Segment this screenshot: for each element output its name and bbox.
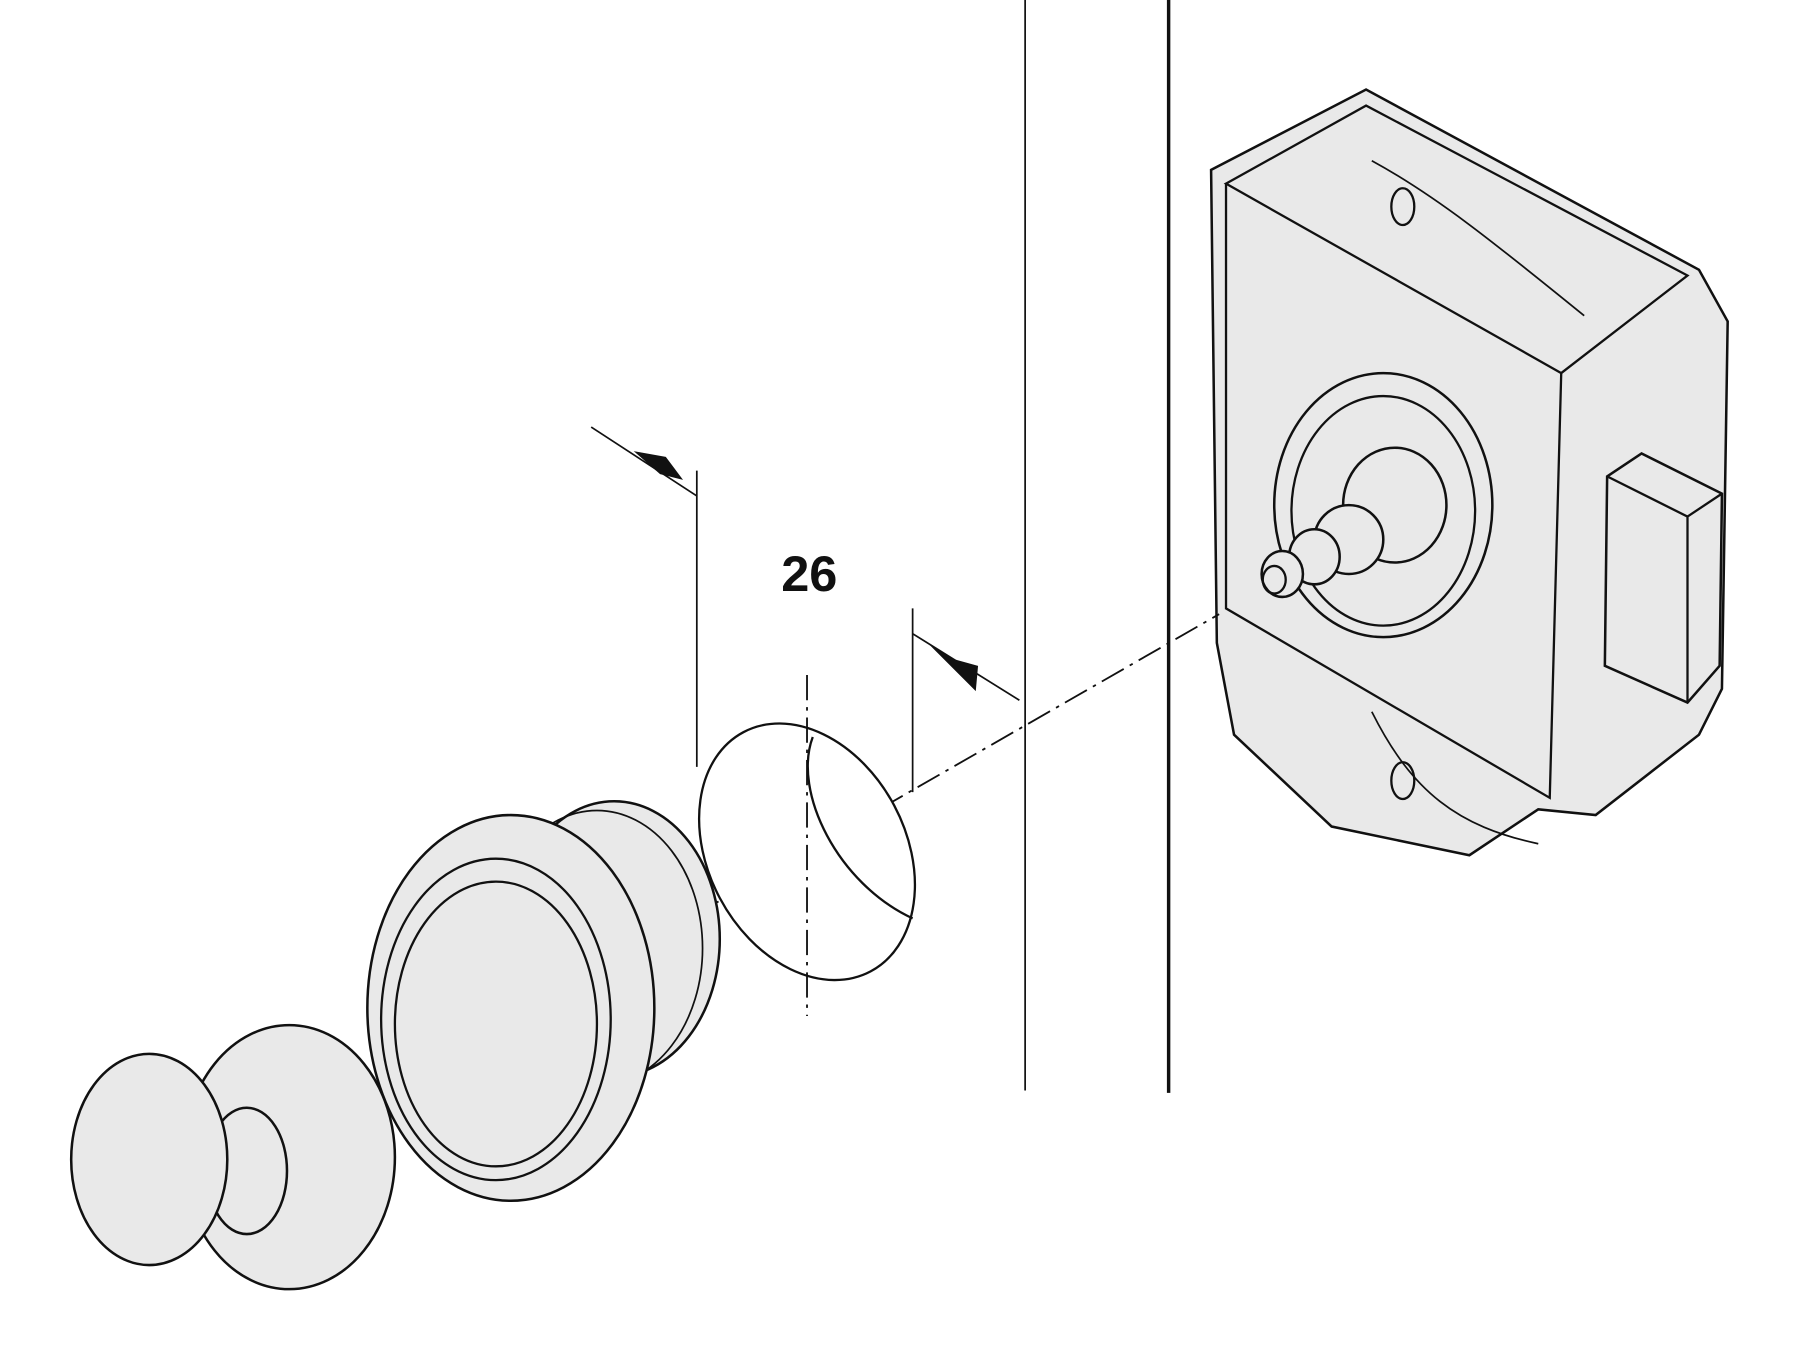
drill-hole-outline: [697, 675, 917, 1016]
rosette-ring: [366, 800, 722, 1203]
dimension-26: 26: [590, 426, 1020, 793]
knob: [69, 1023, 397, 1291]
push-button-lock-body: [1209, 88, 1729, 857]
dimension-label: 26: [781, 545, 837, 602]
